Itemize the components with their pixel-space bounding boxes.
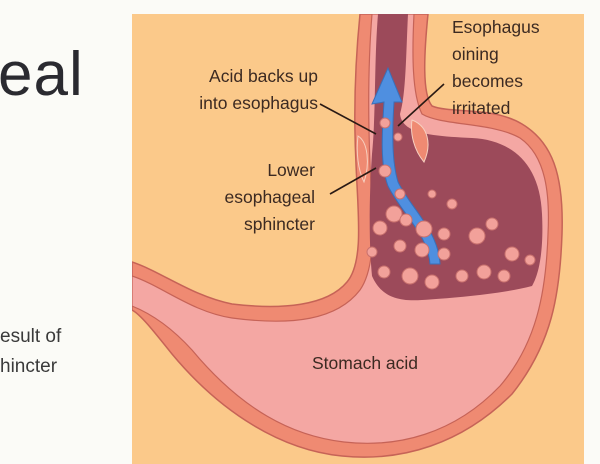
acid-bubbles [366,117,536,290]
leader-lines [319,83,445,195]
label-line: Acid backs up [209,66,318,86]
label-acid-backs-up: Acid backs up into esophagus [132,63,318,117]
slide-body-text: esult of hincter [0,322,61,382]
label-line: irritated [452,98,511,118]
slide-title: eal [0,40,84,109]
label-line: into esophagus [199,93,318,113]
reflux-arrow-icon [371,66,441,265]
label-line: Lower [267,160,315,180]
page-margin [584,0,600,464]
gastric-contents-dark [369,14,543,301]
label-line: becomes [452,71,524,91]
gerd-illustration: Acid backs up into esophagus Lower esoph… [132,14,584,464]
label-line: esophageal [224,187,316,207]
sphincter-muscle [356,119,429,184]
label-lower-esophageal-sphincter: Lower esophageal sphincter [132,157,316,238]
stomach-inner-lumen [132,14,549,444]
body-line-2: hincter [0,356,58,377]
label-line: oining [452,44,499,64]
label-line: sphincter [243,214,315,234]
stomach-esophagus-diagram [132,14,563,458]
label-stomach-acid: Stomach acid [312,353,419,373]
body-line-1: esult of [0,326,62,347]
label-esophagus-lining: Esophagus oining becomes irritated [452,14,540,122]
label-line: Esophagus [452,17,540,37]
